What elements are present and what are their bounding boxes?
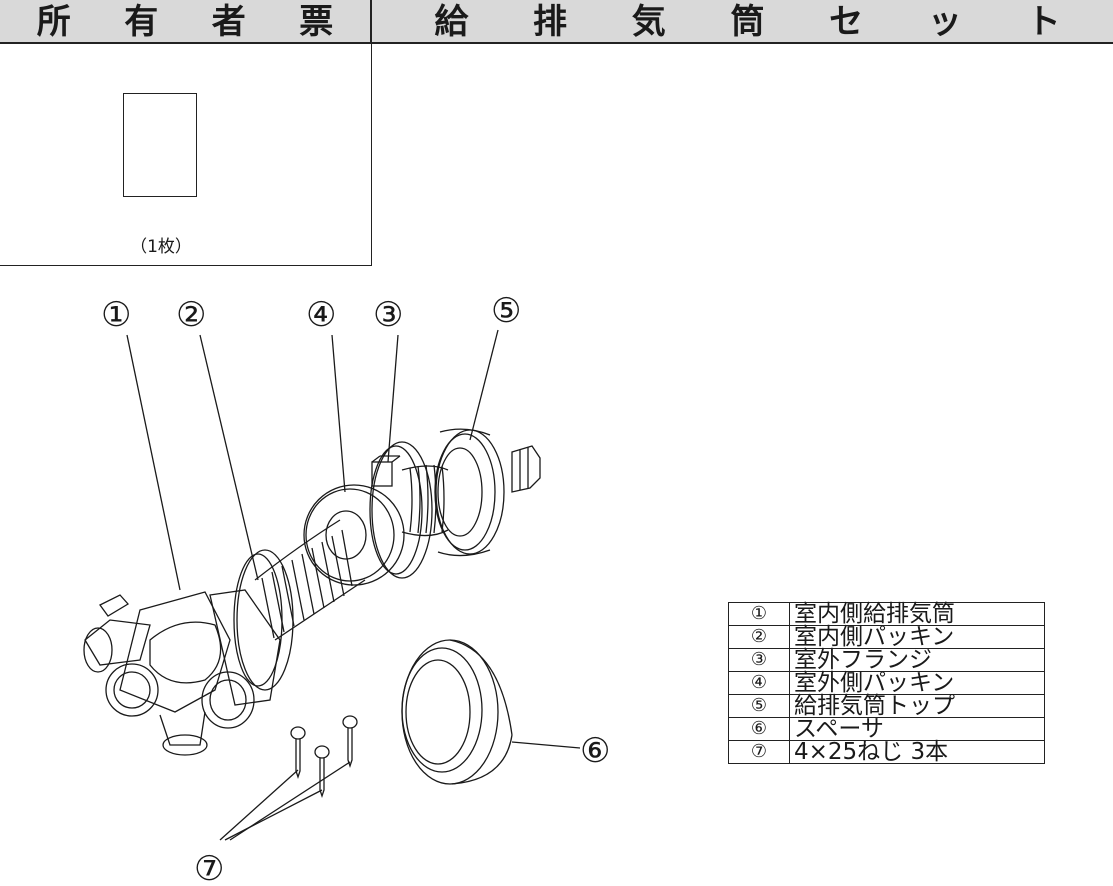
part-name: 4×25ねじ 3本 (789, 740, 1045, 764)
leader-line-2 (199, 334, 259, 581)
table-row: ⑦ 4×25ねじ 3本 (728, 740, 1045, 764)
owner-card-quantity: （1枚） (130, 237, 192, 257)
leader-line-6 (511, 741, 581, 749)
callout-5: ⑤ (491, 291, 521, 331)
part-name: スペーサ (789, 717, 1045, 741)
callout-4: ④ (306, 295, 336, 335)
heading-char: セ (829, 2, 864, 42)
heading-char: 有 (124, 2, 159, 42)
part-name: 室内側パッキン (789, 625, 1045, 649)
heading-char: 所 (36, 2, 71, 42)
flue-set-heading: 給 排 気 筒 セ ッ ト (372, 0, 1113, 44)
part-number: ② (728, 625, 790, 649)
spacer-part (401, 639, 513, 785)
part-name: 室外側パッキン (789, 671, 1045, 695)
part-number: ③ (728, 648, 790, 672)
parts-list-table: ① 室内側給排気筒 ② 室内側パッキン ③ 室外フランジ ④ 室外側パッキン ⑤… (728, 602, 1045, 764)
table-row: ⑤ 給排気筒トップ (728, 694, 1045, 718)
callout-6: ⑥ (580, 731, 610, 771)
indoor-packing-part (233, 549, 294, 691)
table-row: ① 室内側給排気筒 (728, 602, 1045, 626)
heading-char: 排 (533, 2, 568, 42)
leader-line-7a (219, 769, 299, 841)
leader-line-5 (469, 329, 499, 441)
part-name: 給排気筒トップ (789, 694, 1045, 718)
leader-line-7b (224, 789, 323, 841)
table-row: ⑥ スペーサ (728, 717, 1045, 741)
callout-3: ③ (373, 295, 403, 335)
table-row: ③ 室外フランジ (728, 648, 1045, 672)
leader-line-7c (229, 761, 351, 841)
heading-char: 票 (299, 2, 334, 42)
indoor-flue-part (83, 589, 281, 756)
part-number: ⑦ (728, 740, 790, 764)
flue-top-part (434, 428, 541, 557)
callout-7: ⑦ (194, 849, 224, 886)
owner-card-panel: （1枚） (0, 44, 372, 266)
leader-line-1 (126, 334, 181, 591)
owner-card-illustration (123, 93, 197, 197)
owner-card-heading: 所 有 者 票 (0, 0, 372, 44)
outdoor-packing-part (303, 484, 405, 586)
part-number: ① (728, 602, 790, 626)
heading-char: 気 (631, 2, 666, 42)
part-name: 室内側給排気筒 (789, 602, 1045, 626)
part-number: ⑥ (728, 717, 790, 741)
screws-part (290, 715, 358, 799)
corrugated-outer (401, 464, 449, 537)
part-name: 室外フランジ (789, 648, 1045, 672)
header-bar: 所 有 者 票 給 排 気 筒 セ ッ ト (0, 0, 1113, 44)
corrugated-pipe (254, 519, 366, 641)
table-row: ④ 室外側パッキン (728, 671, 1045, 695)
heading-char: 者 (211, 2, 246, 42)
leader-line-3 (387, 334, 399, 463)
callout-2: ② (176, 295, 206, 335)
heading-char: ッ (927, 2, 962, 42)
table-row: ② 室内側パッキン (728, 625, 1045, 649)
heading-char: 筒 (730, 2, 765, 42)
part-number: ④ (728, 671, 790, 695)
callout-1: ① (101, 295, 131, 335)
heading-char: 給 (434, 2, 469, 42)
outdoor-flange-part (369, 441, 433, 579)
flue-set-diagram: ① ② ④ ③ ⑤ ⑥ ⑦ (83, 291, 610, 886)
part-number: ⑤ (728, 694, 790, 718)
heading-char: ト (1026, 2, 1061, 42)
leader-line-4 (331, 334, 346, 493)
